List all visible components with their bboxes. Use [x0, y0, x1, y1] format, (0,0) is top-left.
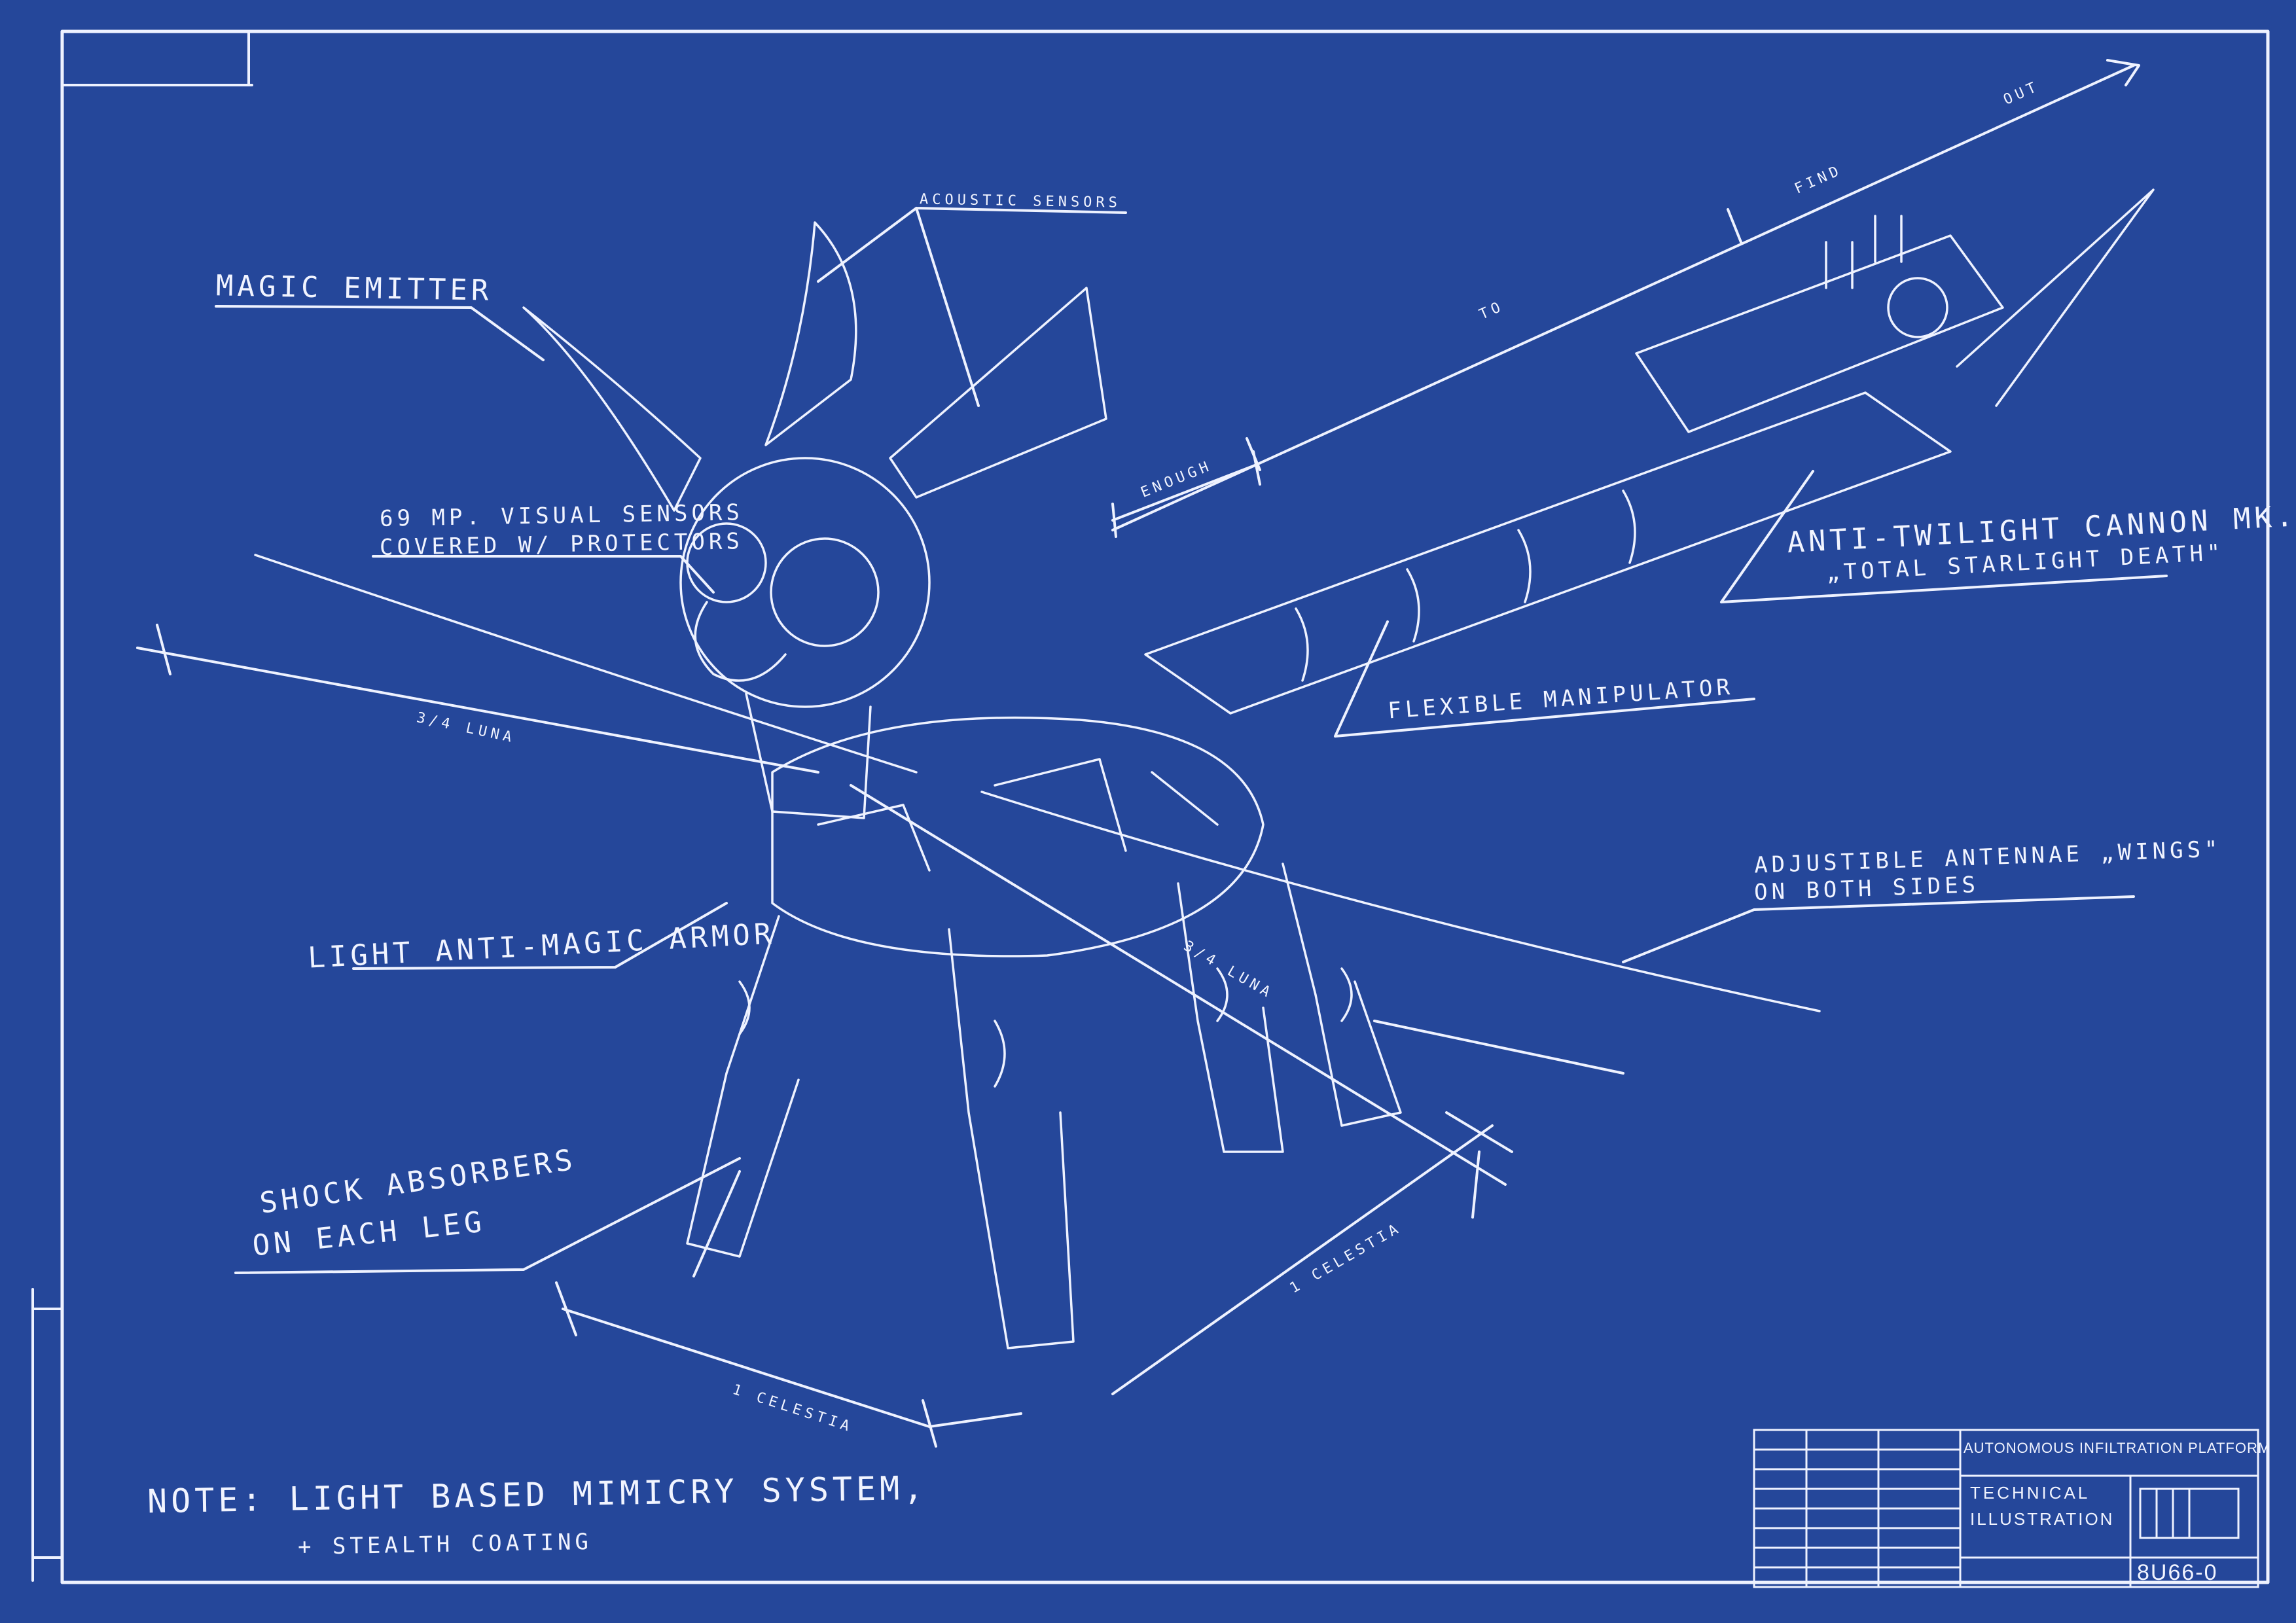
title-block-code: 8U66-0	[2137, 1560, 2218, 1585]
leader-visual-sensors	[372, 555, 715, 594]
leader-acoustic-sensors	[817, 207, 1127, 407]
corner-mark-bottom-left	[31, 1288, 63, 1582]
leader-cannon	[1720, 470, 2168, 603]
leader-manipulator	[1334, 620, 1755, 738]
dim-line-luna-right	[850, 784, 1507, 1219]
title-block-type-line-2: ILLUSTRATION	[1970, 1509, 2115, 1529]
label-acoustic-sensors: ACOUSTIC SENSORS	[919, 191, 1122, 211]
snout	[694, 601, 787, 682]
body	[771, 716, 1265, 957]
dim-tick-find	[1727, 208, 1742, 243]
title-block-type-line-1: TECHNICAL	[1970, 1483, 2090, 1503]
emitter-fin-left	[522, 306, 702, 512]
cannon-lens	[1887, 277, 1948, 338]
acoustic-fin-left	[764, 221, 857, 446]
head	[679, 457, 931, 708]
shock-absorbers	[738, 967, 1353, 1088]
leg-front-left	[686, 915, 800, 1258]
leader-shock	[234, 1157, 741, 1274]
corner-mark-top-left	[61, 30, 253, 86]
title-block-project: AUTONOMOUS INFILTRATION PLATFORM	[1964, 1440, 2271, 1456]
cannon-barrel	[1144, 391, 1952, 715]
construction-lines	[692, 1020, 1624, 1428]
leg-front-right	[948, 928, 1075, 1349]
leg-rear-right	[1282, 863, 1402, 1127]
dim-line-cannon	[1111, 59, 2140, 531]
visual-sensor-right	[770, 537, 880, 647]
robot-pony-sketch	[254, 188, 2155, 1349]
note-line-2: + STEALTH COATING	[297, 1529, 593, 1560]
cannon-nozzles	[1825, 215, 1903, 289]
wing-antenna-right	[980, 791, 1821, 1012]
armor-plates	[817, 758, 1219, 872]
neck	[745, 692, 872, 819]
cannon-rings	[1295, 490, 1636, 682]
leader-armor	[352, 902, 728, 970]
dim-line-luna-left	[136, 624, 819, 774]
leg-rear-left	[1177, 882, 1284, 1153]
dim-line-celestia-right	[1111, 1111, 1513, 1395]
dim-line-enough	[1111, 450, 1261, 538]
leader-magic-emitter	[215, 305, 545, 361]
title-block-grid	[1753, 1429, 2259, 1588]
sheet-border	[60, 29, 2270, 1584]
wing-antenna-left	[254, 554, 918, 774]
label-magic-emitter: MAGIC EMITTER	[215, 269, 493, 308]
cannon-housing	[1635, 234, 2004, 433]
dim-line-celestia-left	[555, 1281, 937, 1448]
visual-sensor-left	[686, 522, 767, 603]
leader-antennae	[1622, 895, 2135, 963]
cannon-blade	[1956, 188, 2155, 407]
acoustic-fin-right	[889, 287, 1107, 499]
